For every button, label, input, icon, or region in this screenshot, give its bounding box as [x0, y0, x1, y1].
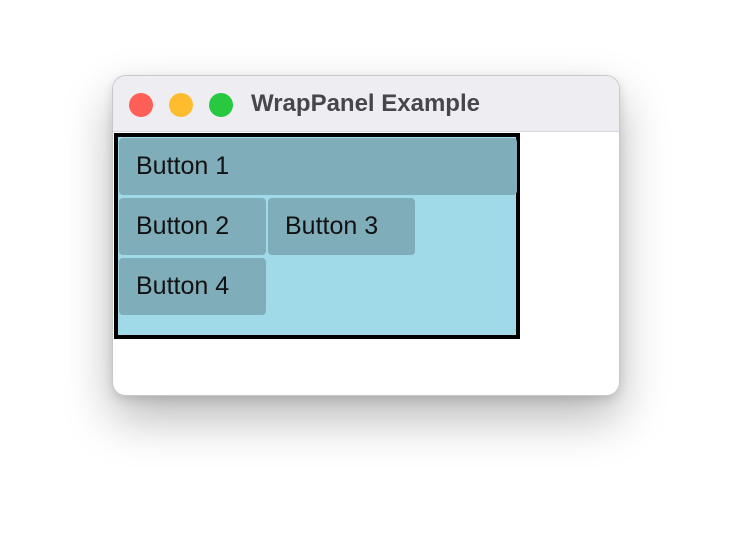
wrap-panel: Button 1 Button 2 Button 3 Button 4	[114, 133, 520, 339]
button-3[interactable]: Button 3	[268, 198, 415, 255]
button-2[interactable]: Button 2	[119, 198, 266, 255]
window-title: WrapPanel Example	[251, 90, 480, 117]
button-4[interactable]: Button 4	[119, 258, 266, 315]
zoom-window-button[interactable]	[209, 93, 233, 117]
window-content: Button 1 Button 2 Button 3 Button 4	[113, 132, 619, 395]
app-window: WrapPanel Example Button 1 Button 2 Butt…	[112, 75, 620, 396]
button-1[interactable]: Button 1	[119, 138, 517, 195]
title-bar[interactable]: WrapPanel Example	[113, 76, 619, 132]
minimize-window-button[interactable]	[169, 93, 193, 117]
close-window-button[interactable]	[129, 93, 153, 117]
